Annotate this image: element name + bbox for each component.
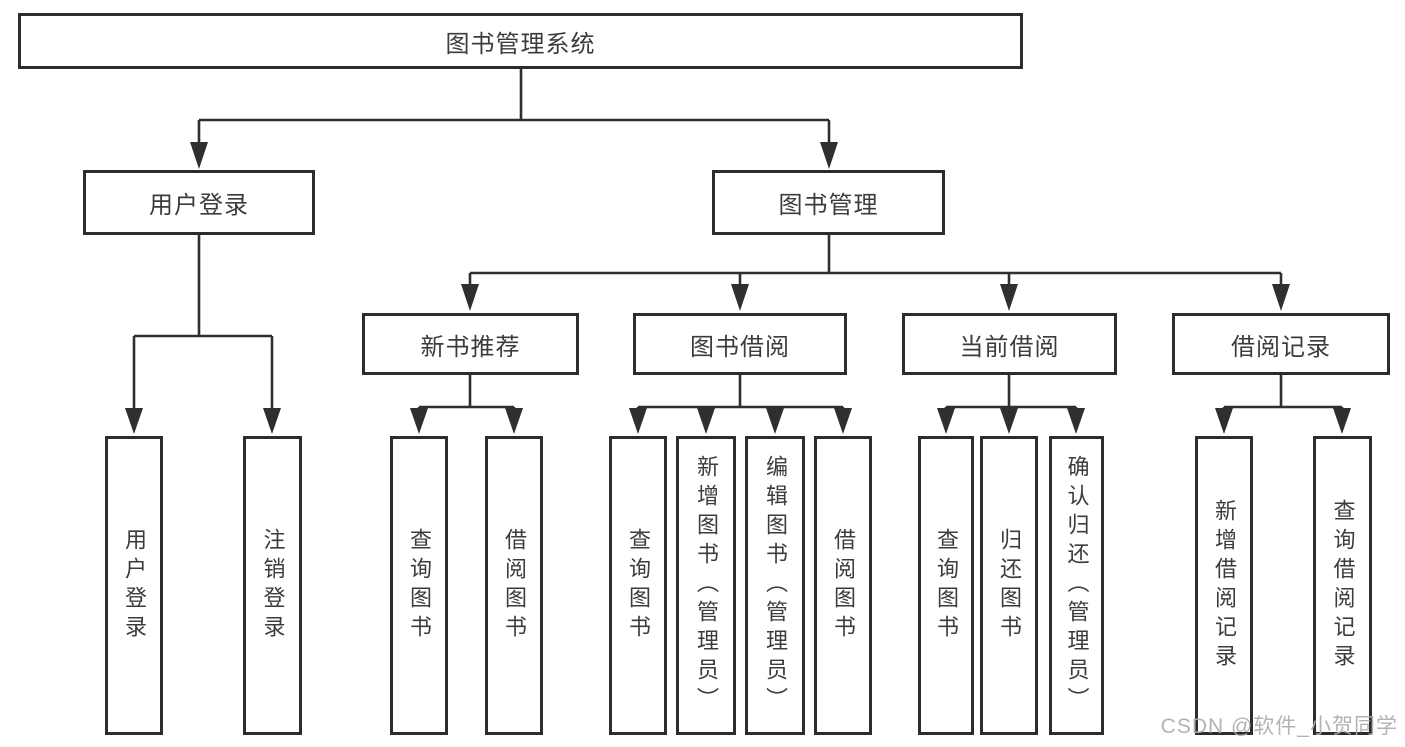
arrowhead-icon bbox=[505, 408, 523, 434]
leaf-logout-label: 注销登录 bbox=[260, 527, 286, 644]
leaf-return-books-label: 归还图书 bbox=[997, 527, 1022, 644]
node-book-management: 图书管理 bbox=[712, 170, 945, 235]
node-current-borrow: 当前借阅 bbox=[902, 313, 1117, 375]
node-root: 图书管理系统 bbox=[18, 13, 1023, 69]
arrowhead-icon bbox=[1215, 408, 1233, 434]
leaf-borrow-books-recommend: 借阅图书 bbox=[485, 436, 543, 735]
connector-borrow-records bbox=[1222, 375, 1344, 410]
leaf-borrow-books-recommend-label: 借阅图书 bbox=[502, 527, 527, 644]
connector-book-management bbox=[468, 235, 1283, 286]
arrowhead-icon bbox=[834, 408, 852, 434]
node-user-login-label: 用户登录 bbox=[149, 192, 249, 219]
leaf-query-books-recommend: 查询图书 bbox=[390, 436, 448, 735]
arrowhead-icon bbox=[820, 142, 838, 169]
node-book-borrow: 图书借阅 bbox=[633, 313, 847, 375]
arrowhead-icon bbox=[731, 284, 749, 311]
node-new-book-recommend-label: 新书推荐 bbox=[420, 333, 521, 361]
connector-book-borrow bbox=[636, 375, 845, 410]
leaf-logout: 注销登录 bbox=[243, 436, 302, 735]
arrowhead-icon bbox=[629, 408, 647, 434]
leaf-query-borrow-record-label: 查询借阅记录 bbox=[1330, 498, 1356, 673]
arrowhead-icon bbox=[263, 408, 281, 434]
watermark: CSDN @软件_小贺同学 bbox=[1160, 715, 1398, 738]
connector-user-login bbox=[132, 235, 274, 409]
connector-new-book-recommend bbox=[417, 375, 516, 410]
leaf-query-books-borrow: 查询图书 bbox=[609, 436, 667, 735]
leaf-borrow-books-borrow: 借阅图书 bbox=[814, 436, 872, 735]
node-user-login: 用户登录 bbox=[83, 170, 315, 235]
leaf-user-login: 用户登录 bbox=[105, 436, 163, 735]
leaf-return-books: 归还图书 bbox=[980, 436, 1038, 735]
arrowhead-icon bbox=[461, 284, 479, 311]
arrowhead-icon bbox=[766, 408, 784, 434]
leaf-add-books-admin: 新增图书（管理员） bbox=[676, 436, 736, 735]
node-current-borrow-label: 当前借阅 bbox=[959, 333, 1060, 361]
arrowhead-icon bbox=[410, 408, 428, 434]
leaf-query-books-borrow-label: 查询图书 bbox=[626, 527, 651, 644]
arrowhead-icon bbox=[1000, 284, 1018, 311]
node-borrow-records: 借阅记录 bbox=[1172, 313, 1390, 375]
leaf-query-books-current: 查询图书 bbox=[918, 436, 974, 735]
leaf-add-borrow-record-label: 新增借阅记录 bbox=[1212, 498, 1237, 673]
node-new-book-recommend: 新书推荐 bbox=[362, 313, 579, 375]
node-borrow-records-label: 借阅记录 bbox=[1231, 333, 1331, 361]
arrowhead-icon bbox=[1067, 408, 1085, 434]
leaf-confirm-return-admin-label: 确认归还（管理员） bbox=[1064, 455, 1090, 716]
leaf-borrow-books-borrow-label: 借阅图书 bbox=[831, 527, 856, 644]
leaf-add-books-admin-label: 新增图书（管理员） bbox=[694, 455, 719, 716]
arrowheads bbox=[125, 142, 1351, 434]
arrowhead-icon bbox=[1333, 408, 1351, 434]
arrowhead-icon bbox=[937, 408, 955, 434]
leaf-user-login-label: 用户登录 bbox=[122, 527, 147, 644]
arrowhead-icon bbox=[190, 142, 208, 169]
leaf-edit-books-admin-label: 编辑图书（管理员） bbox=[763, 455, 788, 716]
connector-current-borrow bbox=[944, 375, 1078, 410]
node-root-label: 图书管理系统 bbox=[445, 30, 596, 58]
connector-root bbox=[197, 69, 831, 143]
leaf-query-borrow-record: 查询借阅记录 bbox=[1313, 436, 1372, 735]
leaf-query-books-current-label: 查询图书 bbox=[934, 527, 959, 644]
leaf-confirm-return-admin: 确认归还（管理员） bbox=[1049, 436, 1104, 735]
arrowhead-icon bbox=[1272, 284, 1290, 311]
arrowhead-icon bbox=[125, 408, 143, 434]
arrowhead-icon bbox=[1000, 408, 1018, 434]
leaf-add-borrow-record: 新增借阅记录 bbox=[1195, 436, 1253, 735]
leaf-query-books-recommend-label: 查询图书 bbox=[407, 527, 432, 644]
node-book-borrow-label: 图书借阅 bbox=[690, 333, 790, 361]
arrowhead-icon bbox=[697, 408, 715, 434]
node-book-management-label: 图书管理 bbox=[778, 192, 879, 219]
leaf-edit-books-admin: 编辑图书（管理员） bbox=[745, 436, 805, 735]
